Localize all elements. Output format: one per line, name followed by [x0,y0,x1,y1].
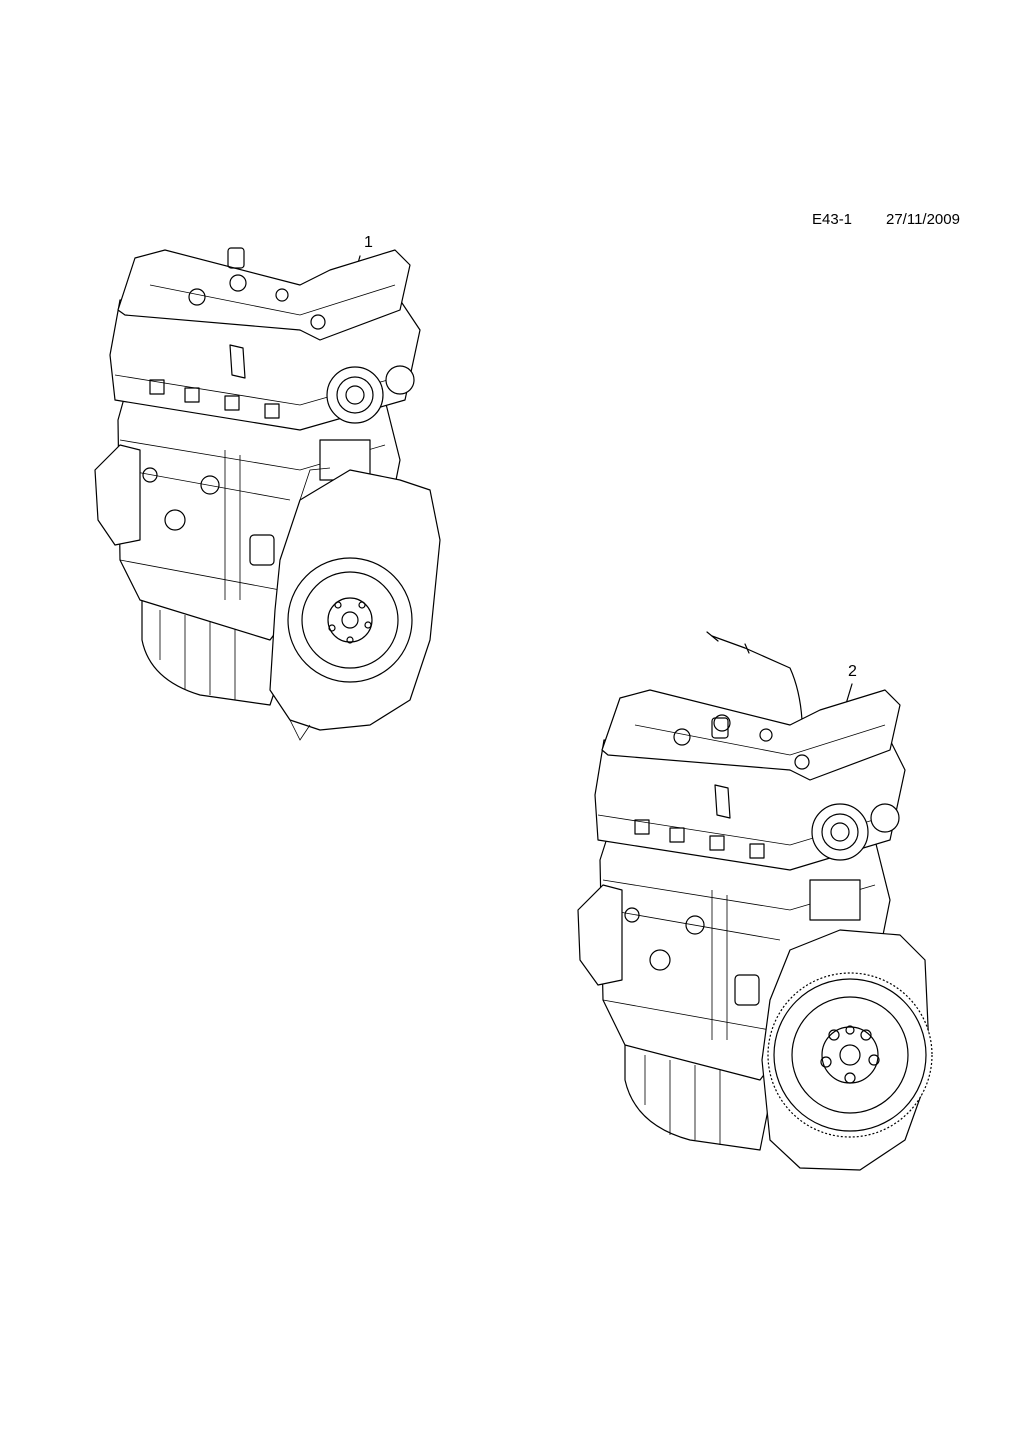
valve-cover [601,689,901,781]
flywheel-1 [287,557,413,683]
callout-number-1: 1 [364,234,373,251]
engine-illustration-1 [94,247,441,741]
valve-cover [117,249,411,341]
diagram-code: E43-1 [812,211,853,228]
flywheel-2 [773,978,927,1132]
diagram-date: 27/11/2009 [886,211,960,228]
engine-illustration-2 [577,631,933,1171]
callout-number-2: 2 [848,663,857,680]
